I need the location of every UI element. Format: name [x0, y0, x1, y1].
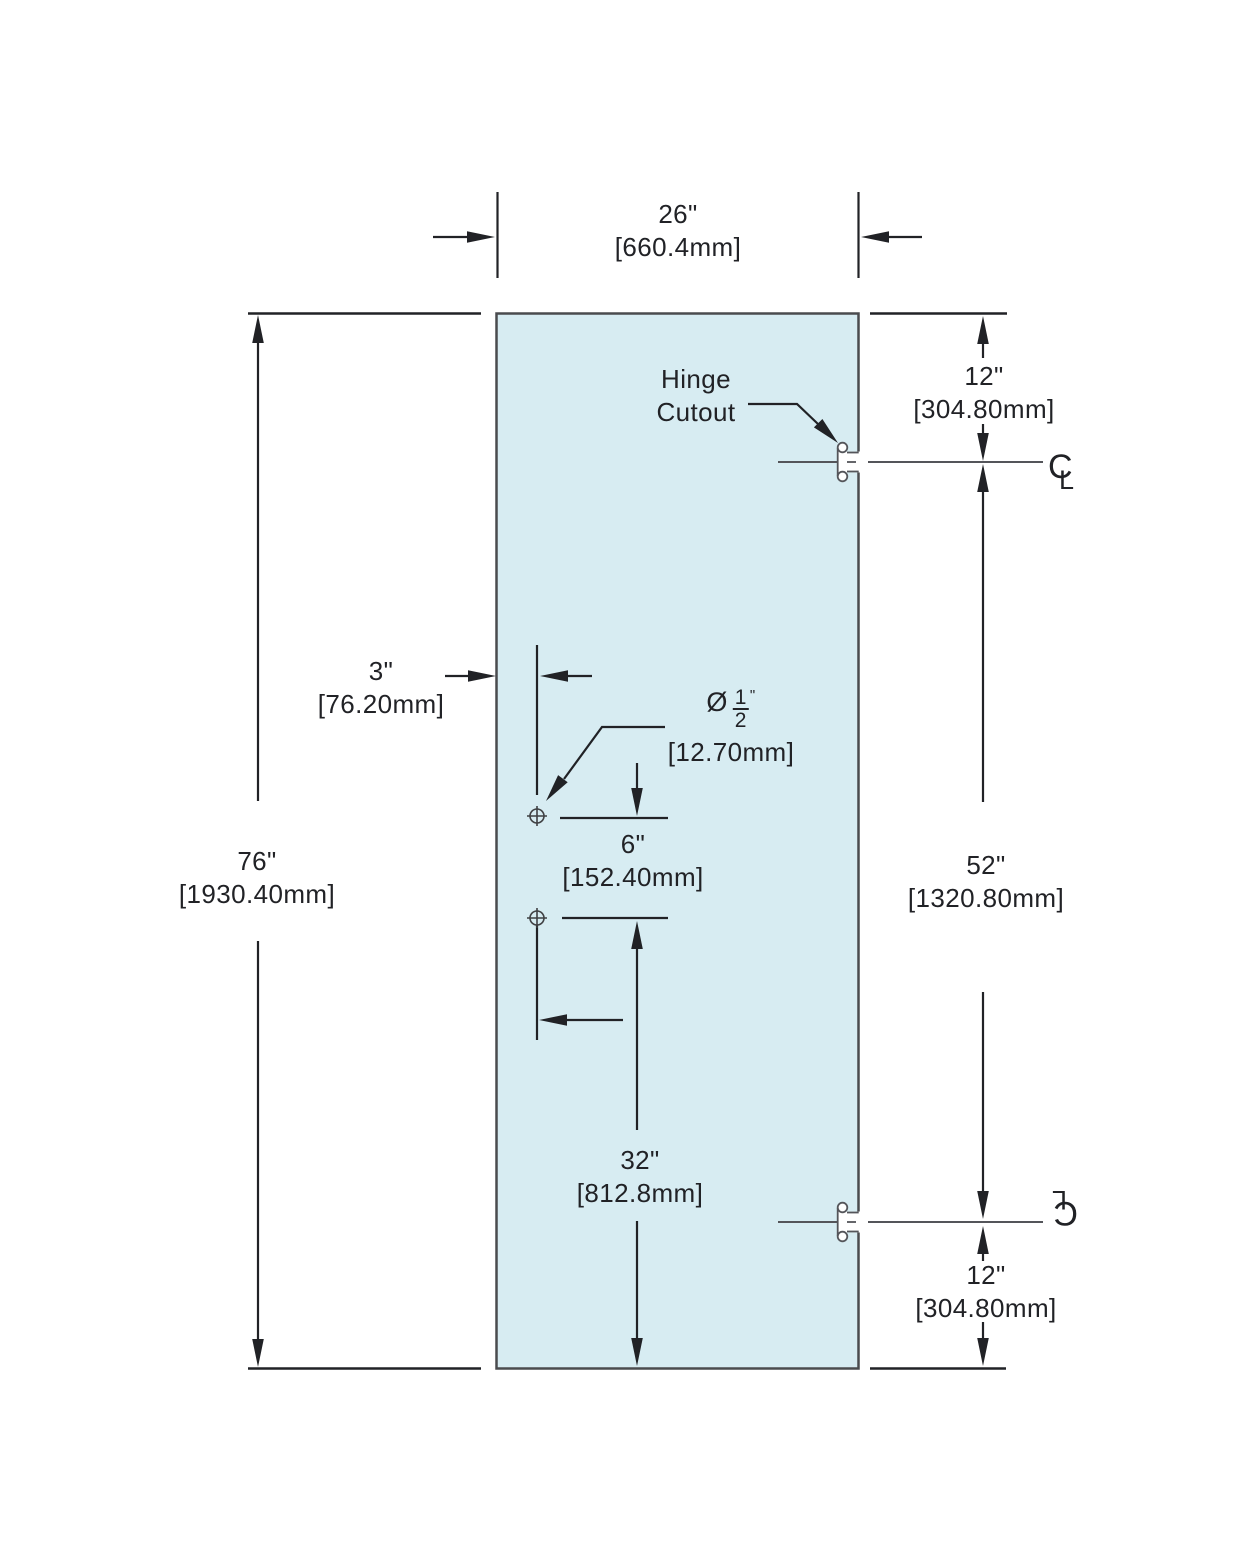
mm-value: [152.40mm] — [562, 862, 704, 892]
arrowhead-up-icon — [631, 921, 643, 949]
hinge-cutout-note-label: Hinge Cutout — [656, 363, 735, 429]
arrowhead-down-icon — [631, 1338, 643, 1366]
centerline-c: C — [1053, 1194, 1078, 1232]
mm-value: [1930.40mm] — [178, 879, 336, 909]
centerline-symbol-top-icon: C L — [1048, 448, 1074, 495]
relief-hole-icon — [836, 470, 849, 483]
arrowhead-down-icon — [977, 1338, 989, 1366]
inches-value: 12" — [966, 1260, 1006, 1290]
arrowhead-down-icon — [977, 1191, 989, 1219]
note-line2: Cutout — [656, 397, 736, 427]
arrowhead-down-icon — [631, 788, 643, 816]
arrowhead-down-icon — [252, 1339, 264, 1367]
diameter-value: Ø 1 2 " — [668, 687, 794, 732]
arrowhead-up-icon — [977, 464, 989, 492]
top-hinge-offset-label: 12" [304.80mm] — [913, 360, 1054, 426]
mm-value: [76.20mm] — [317, 689, 445, 719]
hole-spacing-label: 6" [152.40mm] — [562, 828, 703, 894]
inches-value: 32" — [620, 1145, 660, 1175]
mm-value: [304.80mm] — [915, 1293, 1057, 1323]
inch-mark: " — [749, 687, 756, 704]
dim-lower-hole-height — [631, 921, 643, 1366]
glass-panel-rect — [495, 312, 860, 1370]
dim-hinge-spacing — [977, 464, 989, 1219]
centerline-c: C — [1048, 448, 1073, 486]
dim-top-hinge-offset — [977, 316, 989, 461]
inches-value: 26" — [658, 199, 698, 229]
arrowhead-right-icon — [467, 231, 495, 243]
arrowhead-up-icon — [252, 315, 264, 343]
bottom-hinge-offset-label: 12" [304.80mm] — [915, 1259, 1056, 1325]
arrowhead-left-icon — [540, 670, 568, 682]
arrowhead-left-icon — [861, 231, 889, 243]
lower-hole-height-label: 32" [812.8mm] — [577, 1144, 703, 1210]
dim-hole-spacing — [560, 763, 668, 920]
fraction: 1 2 — [732, 686, 749, 732]
mm-value: [304.80mm] — [913, 394, 1055, 424]
arrowhead-down-icon — [977, 433, 989, 461]
centerline-l: L — [1059, 465, 1074, 495]
inches-value: 6" — [620, 829, 646, 859]
hole-marker-top — [527, 806, 547, 826]
centerline-symbol-bottom-icon: C L — [1052, 1185, 1078, 1232]
mm-value: [812.8mm] — [576, 1178, 704, 1208]
arrowhead-up-icon — [977, 316, 989, 344]
hinge-spacing-label: 52" [1320.80mm] — [908, 849, 1064, 915]
relief-hole-icon — [836, 1230, 849, 1243]
hinge-leader-line — [748, 402, 819, 425]
extension-lines — [248, 312, 1007, 1370]
relief-hole-icon — [836, 441, 849, 454]
dim-bottom-hinge-offset — [977, 1226, 989, 1366]
arrowhead-right-icon — [468, 670, 496, 682]
fraction-denominator: 2 — [734, 709, 747, 732]
inches-value: 3" — [368, 656, 394, 686]
hole-marker-bottom — [527, 908, 547, 928]
door-height-label: 76" [1930.40mm] — [179, 845, 335, 911]
mm-value: [1320.80mm] — [907, 883, 1065, 913]
door-width-label: 26" [660.4mm] — [615, 198, 741, 264]
inches-value: 76" — [237, 846, 277, 876]
hinge-cutout-top — [836, 441, 861, 483]
hole-diameter-label: Ø 1 2 " [12.70mm] — [668, 687, 794, 769]
mm-value: [12.70mm] — [667, 737, 795, 767]
inches-value: 52" — [966, 850, 1006, 880]
relief-hole-icon — [836, 1201, 849, 1214]
glass-door-panel — [495, 312, 860, 1370]
diameter-leader-line — [563, 725, 665, 780]
hole-edge-offset-label: 3" [76.20mm] — [318, 655, 444, 721]
inches-value: 12" — [964, 361, 1004, 391]
leader-hole-diameter — [546, 725, 665, 801]
note-line1: Hinge — [661, 364, 731, 394]
fraction-numerator: 1 — [732, 686, 749, 710]
leader-hinge-cutout — [748, 402, 838, 443]
centerline-l: L — [1052, 1185, 1067, 1215]
dim-door-height — [252, 315, 264, 1367]
dim-door-width — [433, 192, 922, 278]
arrowhead-up-icon — [977, 1226, 989, 1254]
arrowhead-diagonal-icon — [546, 775, 568, 801]
mm-value: [660.4mm] — [614, 232, 742, 262]
diameter-symbol: Ø — [706, 687, 728, 717]
arrowhead-diagonal-icon — [813, 419, 838, 443]
arrowhead-left-icon — [539, 1014, 567, 1026]
hinge-cutout-bottom — [836, 1201, 861, 1243]
dim-hole-edge-offset — [445, 645, 623, 1040]
